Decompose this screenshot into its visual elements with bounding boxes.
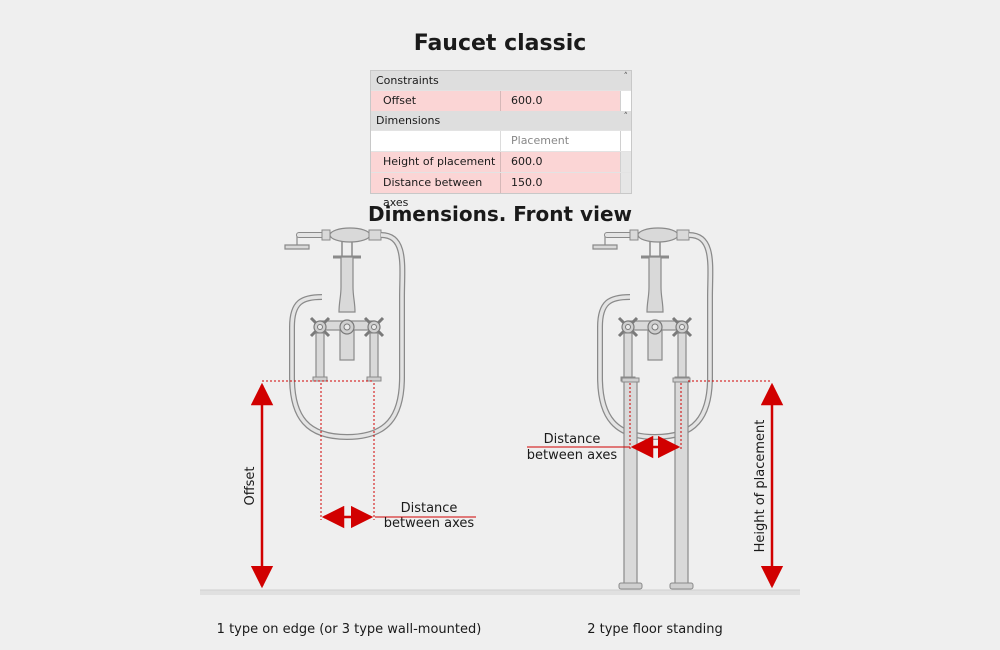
property-value[interactable]: 150.0 (511, 176, 543, 189)
page-title: Faucet classic (413, 31, 587, 56)
property-row-distance-between-axes[interactable]: Distance between axes 150.0 (371, 172, 631, 209)
section-dimensions[interactable]: Dimensions ˄ (371, 111, 631, 130)
distance-label-left-line1: Distance (401, 501, 458, 516)
distance-label-left-line2: between axes (384, 516, 475, 531)
property-label: Offset (371, 91, 501, 111)
section-title: Dimensions. Front view (368, 202, 632, 226)
property-label: Height of placement (371, 152, 501, 172)
offset-label: Offset (243, 466, 258, 505)
property-button[interactable] (620, 173, 631, 193)
caption-right: 2 type floor standing (587, 622, 723, 637)
section-label: Dimensions (376, 114, 441, 127)
collapse-icon[interactable]: ˄ (623, 112, 629, 122)
property-button[interactable] (620, 131, 631, 151)
floor-line (200, 590, 800, 595)
properties-panel: Constraints ˄ Offset 600.0 Dimensions ˄ … (370, 70, 632, 209)
property-value[interactable]: 600.0 (511, 94, 543, 107)
caption-left: 1 type on edge (or 3 type wall-mounted) (217, 622, 482, 637)
height-of-placement-label: Height of placement (753, 420, 768, 553)
property-button[interactable] (620, 91, 631, 111)
property-row-height-of-placement[interactable]: Height of placement 600.0 (371, 151, 631, 172)
collapse-icon[interactable]: ˄ (623, 72, 629, 82)
property-row-offset[interactable]: Offset 600.0 (371, 90, 631, 111)
property-value[interactable]: 600.0 (511, 155, 543, 168)
property-button[interactable] (620, 152, 631, 172)
faucet-wall-mounted (285, 228, 402, 437)
faucet-floor-standing (593, 228, 710, 590)
property-label (371, 131, 501, 151)
property-label: Distance between axes (371, 173, 501, 209)
distance-label-right-line2: between axes (527, 448, 618, 463)
section-constraints[interactable]: Constraints ˄ (371, 71, 631, 90)
section-label: Constraints (376, 74, 439, 87)
property-value[interactable]: Placement (511, 134, 570, 147)
distance-label-right-line1: Distance (544, 432, 601, 447)
property-row-placement[interactable]: Placement (371, 130, 631, 151)
